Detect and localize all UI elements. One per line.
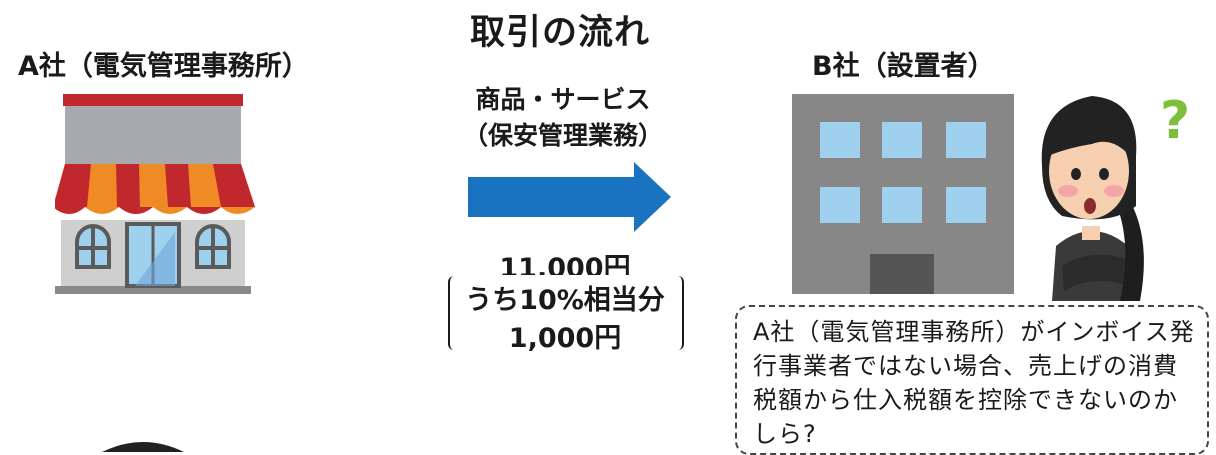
speech-bubble: A社（電気管理事務所）がインボイス発行事業者ではない場合、売上げの消費税額から仕… — [735, 305, 1209, 455]
flow-item-line2: （保安管理業務） — [462, 121, 663, 150]
party-b-label: B社（設置者） — [812, 51, 995, 82]
cropped-illustration — [102, 442, 184, 452]
store-icon — [55, 94, 255, 294]
right-arrow-icon — [468, 162, 671, 232]
office-building-icon — [792, 94, 1014, 294]
price-tax-value: 1,000円 — [508, 323, 622, 354]
question-mark-icon: ? — [1160, 91, 1190, 151]
price-block: 11,000円 うち10%相当分 1,000円 — [445, 246, 685, 356]
confused-woman-icon: ? — [1041, 91, 1190, 301]
party-a-label: A社（電気管理事務所） — [18, 51, 309, 82]
flow-item-line1: 商品・サービス — [475, 85, 651, 114]
diagram-title: 取引の流れ — [469, 13, 650, 53]
price-tax-label: うち10%相当分 — [465, 285, 665, 316]
flow-item-label: 商品・サービス （保安管理業務） — [448, 82, 678, 154]
tax-bracket — [448, 275, 684, 351]
